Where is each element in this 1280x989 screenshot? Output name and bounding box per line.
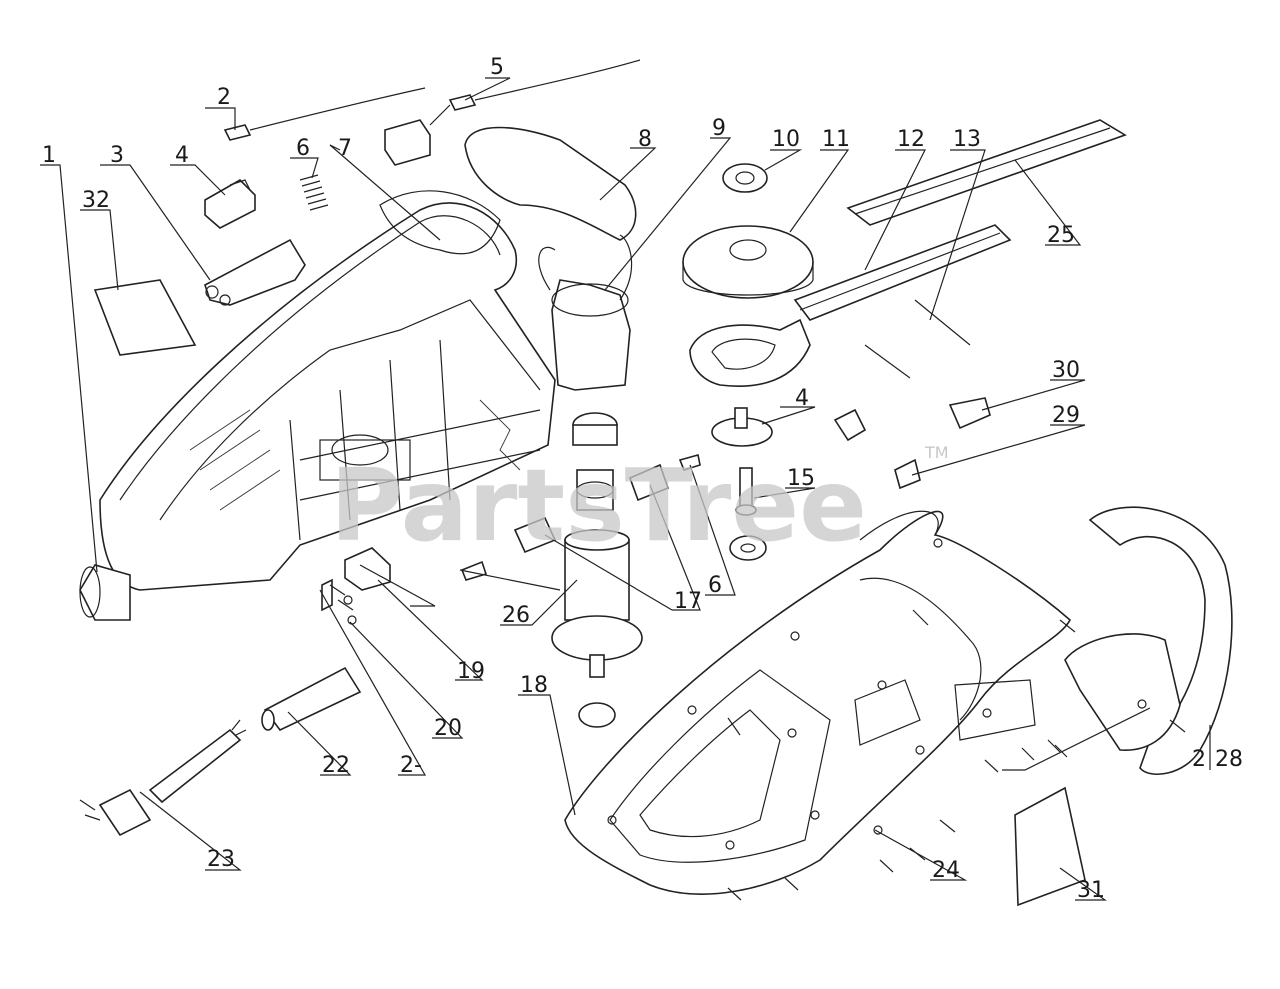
eccentric-cam: [711, 407, 773, 447]
callout-6: 6: [296, 136, 310, 161]
callout-24: 24: [932, 858, 960, 883]
callout-8: 8: [638, 127, 652, 152]
callout-4: 4: [175, 143, 189, 168]
callout-25: 25: [1047, 223, 1075, 248]
label-decal-32: [93, 279, 197, 356]
brush-holders: [460, 453, 701, 581]
watermark-text: PartsTree: [330, 447, 867, 564]
callout-32: 32: [82, 188, 110, 213]
block-29: [894, 458, 921, 490]
callout-5: 5: [490, 55, 504, 80]
wire-terminal: [223, 87, 426, 141]
cutter-blades: [689, 119, 1127, 387]
callout-16: 6: [708, 573, 722, 598]
callout-7: 7: [338, 136, 352, 161]
callout-12: 12: [897, 127, 925, 152]
bearing-10: [722, 163, 768, 193]
right-housing: [564, 510, 1071, 895]
front-handle-guard: [1064, 506, 1233, 776]
gear-11: [682, 225, 814, 299]
block-30: [948, 397, 991, 430]
bearing-16: [729, 535, 767, 561]
callout-26: 26: [502, 603, 530, 628]
block-unnamed: [833, 408, 867, 442]
callout-31: 31: [1077, 878, 1105, 903]
left-housing: [99, 190, 556, 591]
callout-11: 11: [822, 127, 850, 152]
motor-field: [538, 234, 633, 391]
watermark: PartsTree TM: [330, 443, 949, 564]
leader-lines: [40, 77, 1211, 901]
callout-labels: 1 2 3 4 5 6 7 8 9 10 11 12 13 4 15 6 17 …: [42, 55, 1243, 903]
strain-relief: [261, 666, 362, 732]
callout-21: 2-: [400, 753, 422, 778]
grommet-part: [79, 564, 131, 621]
label-decal-31: [1014, 786, 1086, 907]
callout-19: 19: [457, 659, 485, 684]
callout-9: 9: [712, 116, 726, 141]
callout-23: 23: [207, 847, 235, 872]
callout-14: 4: [795, 386, 809, 411]
watermark-trademark: TM: [924, 443, 949, 462]
callout-1: 1: [42, 143, 56, 168]
callout-10: 10: [772, 127, 800, 152]
callout-20: 20: [434, 716, 462, 741]
callout-18: 18: [520, 673, 548, 698]
callout-17: 17: [674, 589, 702, 614]
micro-switch-upper: [204, 179, 256, 229]
callout-15: 15: [787, 466, 815, 491]
callout-22: 22: [322, 753, 350, 778]
callout-2: 2: [217, 85, 231, 110]
callout-30: 30: [1052, 358, 1080, 383]
spring: [299, 174, 329, 211]
switch-lever: [204, 238, 306, 306]
callout-28: 28: [1215, 747, 1243, 772]
callout-29: 29: [1052, 403, 1080, 428]
callout-27: 2: [1192, 747, 1206, 772]
callout-3: 3: [110, 143, 124, 168]
power-cord-plug: [79, 719, 247, 837]
callout-13: 13: [953, 127, 981, 152]
motor-cover: [464, 126, 637, 241]
pin-15: [735, 467, 757, 516]
